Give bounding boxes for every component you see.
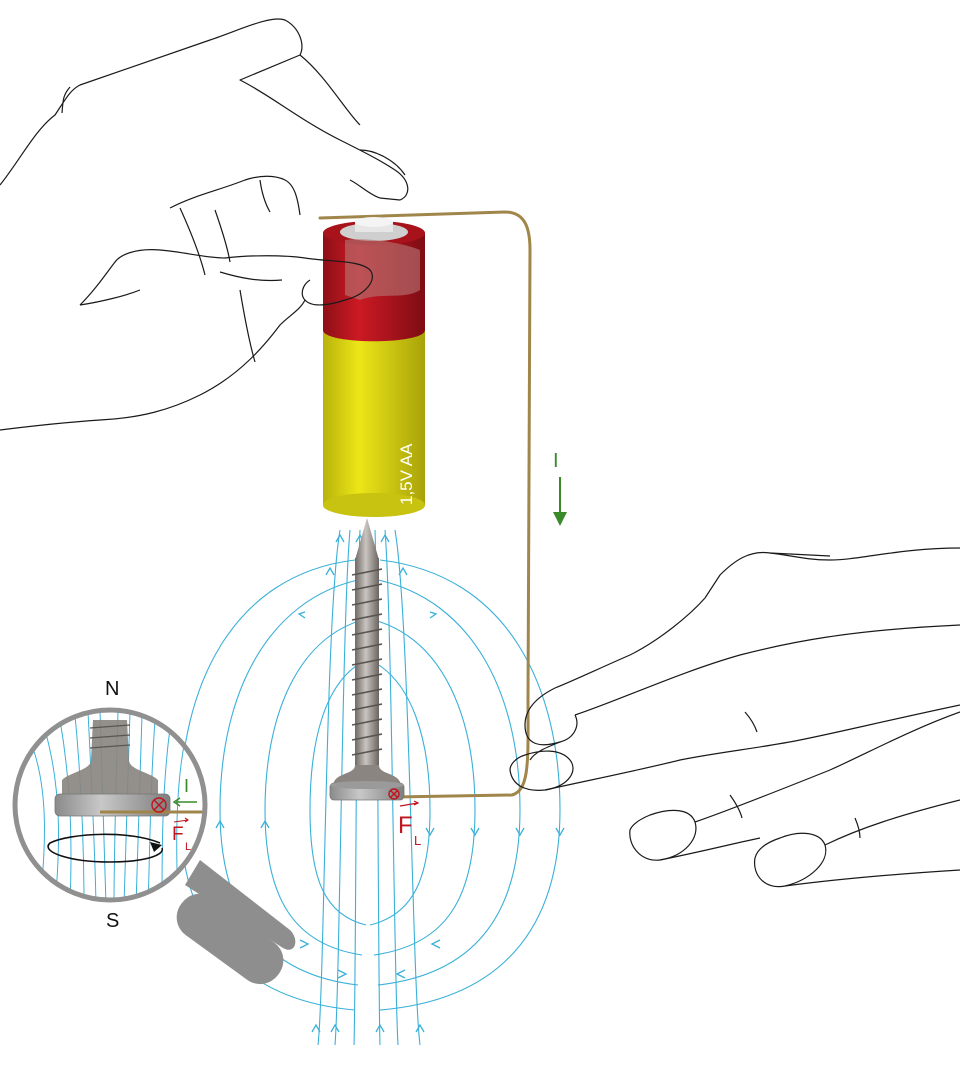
south-pole-label: S [106,910,119,932]
lens-force-symbol: F [172,824,184,845]
magnifier-frame [12,707,208,903]
upper-hand-outline [0,18,409,431]
force-label: F L [398,800,421,848]
north-pole-label: N [105,678,119,700]
lens-current-symbol: I [184,776,189,796]
battery: 1,5V AA [323,217,425,517]
current-indicator: I [553,450,567,526]
right-hand-outline [509,547,960,888]
disc-magnet [329,781,405,801]
screw [333,518,401,785]
force-symbol: F [398,812,413,839]
current-symbol: I [553,450,559,472]
battery-label: 1,5V AA [397,443,416,505]
wire [318,210,532,799]
magnifier-inset: I F L [12,707,296,985]
force-direction-marker [388,788,400,800]
force-subscript: L [414,833,421,848]
lens-force-subscript: L [185,841,191,853]
